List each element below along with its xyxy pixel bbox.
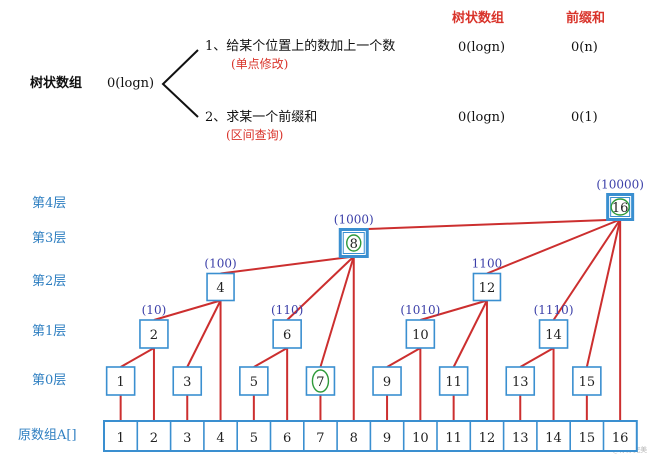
overall-complexity: 0(logn) — [107, 76, 154, 91]
tree-node-label: 6 — [283, 328, 291, 343]
parent-edge — [353, 218, 621, 231]
col-fenwick-header: 树状数组 — [452, 10, 504, 26]
binary-label: (10000) — [596, 178, 644, 192]
op2-title: 2、求某一个前缀和 — [205, 109, 317, 125]
tree-node-inner — [342, 232, 365, 254]
parent-edge — [286, 255, 355, 321]
tree-node-label: 5 — [250, 375, 258, 390]
array-cell: 3 — [183, 431, 191, 446]
binary-label: (1000) — [334, 213, 374, 227]
tree-node-box — [206, 272, 235, 302]
array-cell: 4 — [216, 431, 224, 446]
binary-label: (10) — [142, 303, 167, 317]
array-cell: 1 — [117, 431, 125, 446]
tree-node-label: 13 — [512, 375, 529, 390]
parent-edge — [220, 255, 354, 275]
array-cell: 16 — [612, 431, 629, 446]
tree-node-box — [538, 319, 569, 349]
level-label-1: 第1层 — [32, 324, 66, 339]
parent-edge — [585, 219, 622, 368]
array-cell: 8 — [350, 431, 358, 446]
binary-label: (110) — [271, 303, 303, 317]
highlight-circle — [346, 234, 362, 252]
level-label-3: 第3层 — [32, 231, 66, 246]
array-cell: 12 — [479, 431, 496, 446]
tree-node-label: 9 — [383, 375, 391, 390]
tree-node-box — [372, 366, 402, 396]
binary-label: (1110) — [534, 303, 574, 317]
tree-node-box — [572, 366, 602, 396]
array-cell: 5 — [250, 431, 258, 446]
tree-node-box — [438, 366, 469, 396]
tree-node-box — [505, 366, 536, 396]
array-cell: 9 — [383, 431, 391, 446]
tree-node-label: 12 — [479, 281, 496, 296]
tree-node-label: 7 — [316, 375, 324, 390]
tree-node-box — [472, 272, 502, 302]
tree-edges — [119, 218, 622, 421]
array-cell: 14 — [545, 431, 562, 446]
parent-edge — [386, 347, 421, 368]
op2-fenwick: 0(logn) — [458, 110, 505, 125]
tree-node-label: 4 — [216, 281, 224, 296]
op1-note: (单点修改) — [231, 56, 288, 71]
op2-note: (区间查询) — [226, 128, 283, 142]
op2-prefix: 0(1) — [571, 110, 598, 125]
tree-node-box — [338, 228, 369, 258]
parent-edge — [120, 347, 155, 368]
array-cell: 11 — [445, 431, 462, 446]
tree-node-label: 3 — [183, 375, 191, 390]
parent-edge — [486, 218, 621, 275]
array-label: 原数组A[] — [18, 428, 77, 443]
level-label-4: 第4层 — [32, 196, 66, 211]
parent-edge — [552, 218, 621, 321]
tree-nodes: 12(10)34(100)56(110)78(1000)910(1010)111… — [105, 178, 644, 449]
array-cell: 10 — [412, 431, 429, 446]
tree-node-box — [405, 319, 436, 349]
op1-title: 1、给某个位置上的数加上一个数 — [205, 38, 395, 54]
parent-edge — [319, 256, 355, 368]
op1-fenwick: 0(logn) — [458, 40, 505, 55]
highlight-circle — [311, 369, 330, 393]
bracket-lines — [161, 49, 199, 118]
array-cell: 13 — [512, 431, 529, 446]
tree-node-box — [105, 366, 136, 396]
tree-node-label: 10 — [412, 328, 429, 343]
parent-edge — [420, 299, 488, 321]
array-cell: 15 — [579, 431, 596, 446]
subject-label: 树状数组 — [30, 75, 82, 91]
parent-edge — [186, 300, 222, 368]
tree-node-box — [239, 366, 269, 396]
parent-edge — [153, 299, 221, 321]
tree-node-box — [272, 319, 302, 349]
tree-node-box — [139, 319, 169, 349]
array-cell: 6 — [283, 431, 291, 446]
highlight-circle — [610, 198, 630, 216]
tree-node-label: 16 — [612, 201, 629, 216]
level-label-0: 第0层 — [32, 373, 66, 388]
array-cell: 7 — [316, 431, 324, 446]
binary-label: (100) — [204, 257, 236, 271]
op1-prefix: 0(n) — [571, 40, 598, 55]
tree-node-label: 15 — [579, 375, 596, 390]
parent-edge — [253, 347, 288, 368]
array-cell: 2 — [150, 431, 158, 446]
tree-node-box — [305, 366, 336, 396]
tree-node-box — [172, 366, 203, 396]
parent-edge — [519, 347, 555, 368]
binary-label: (1010) — [400, 303, 440, 317]
col-prefix-header: 前缀和 — [566, 10, 605, 26]
tree-node-label: 14 — [545, 328, 562, 343]
tree-node-label: 11 — [445, 375, 462, 390]
parent-edge — [452, 300, 488, 368]
tree-node-label: 8 — [350, 237, 358, 252]
tree-node-label: 1 — [117, 375, 125, 390]
level-label-2: 第2层 — [32, 274, 66, 289]
tree-node-label: 2 — [150, 328, 158, 343]
binary-label: 1100 — [472, 257, 503, 271]
